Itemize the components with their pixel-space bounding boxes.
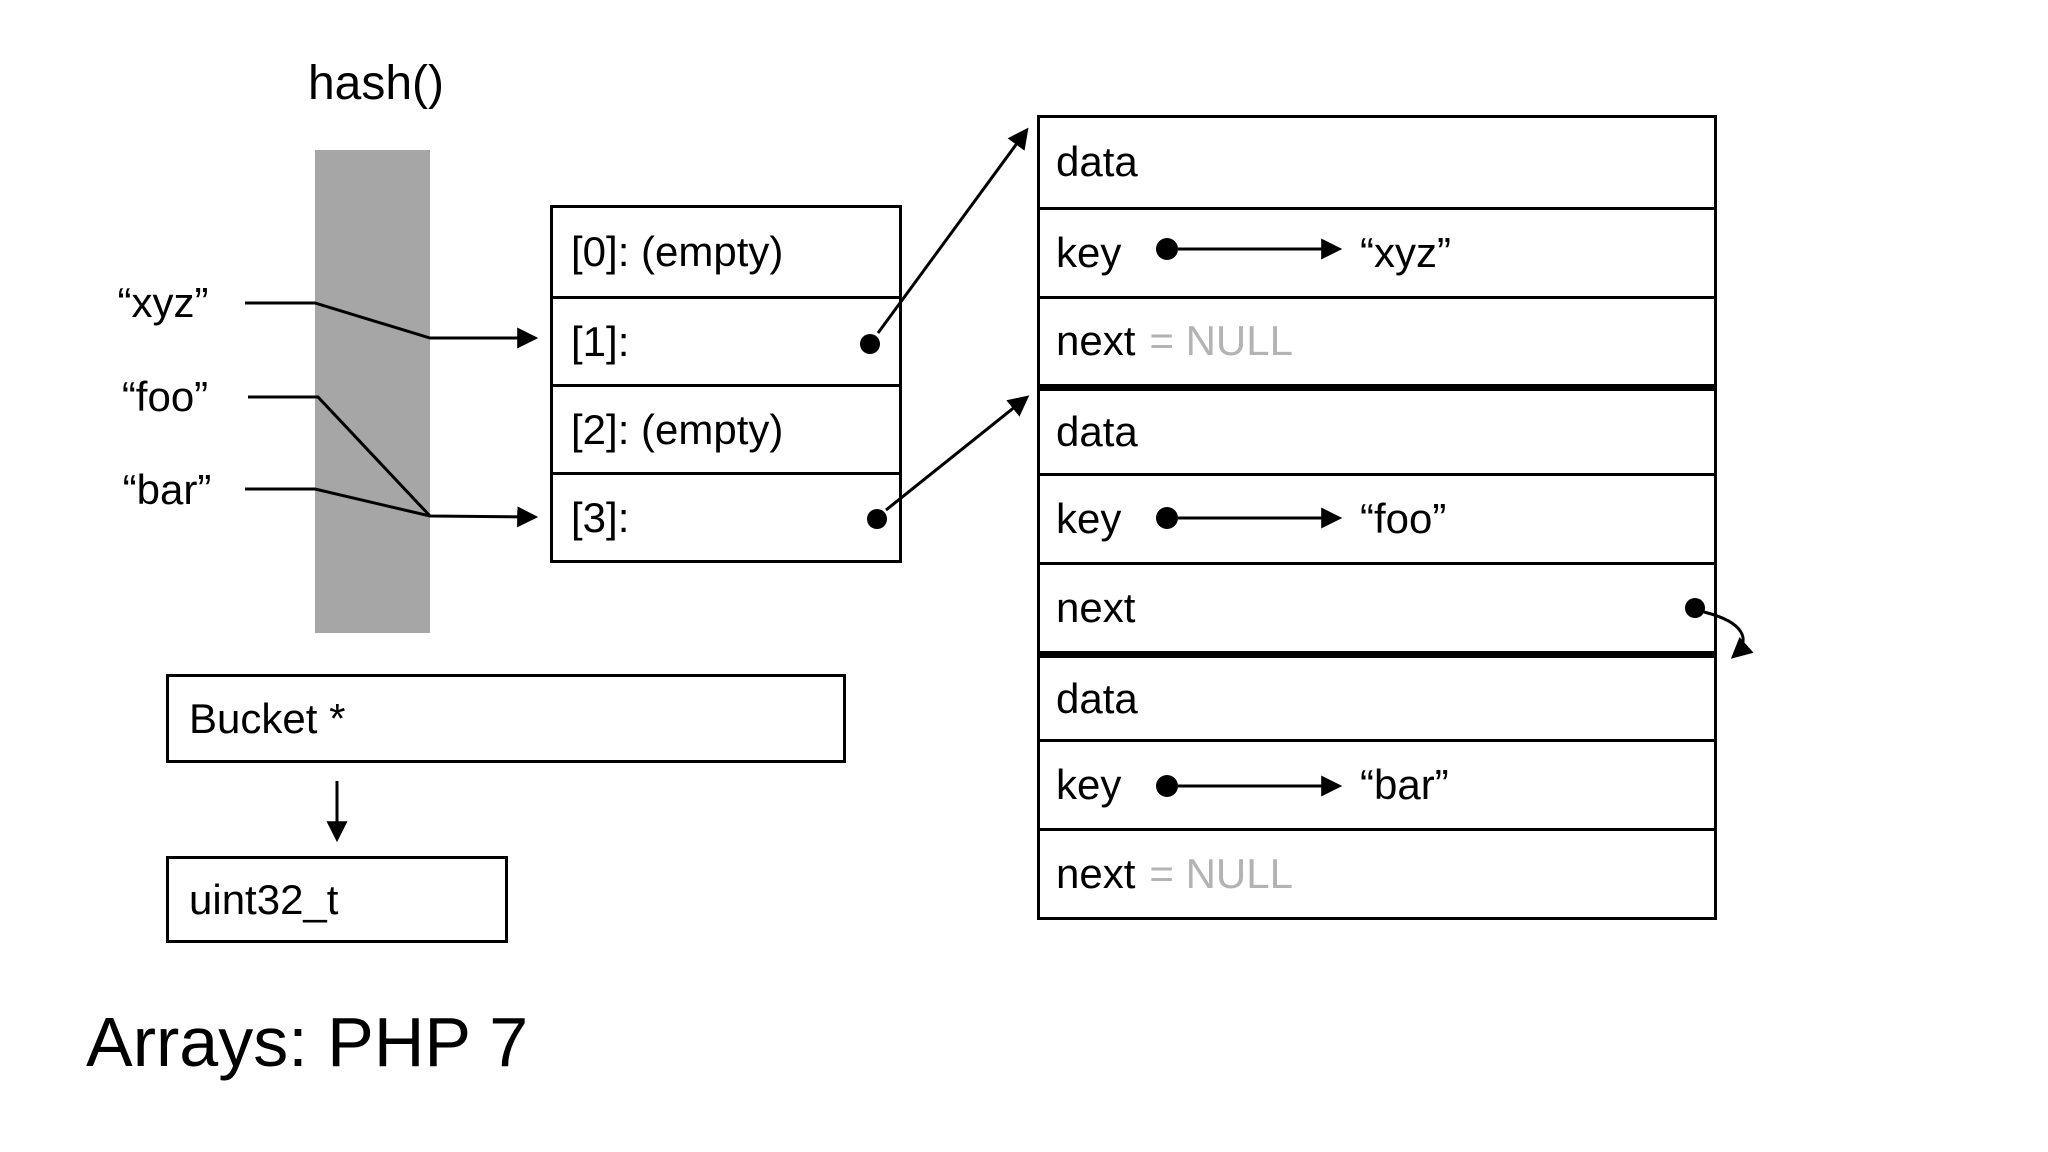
bucket-2-next-row: next = NULL <box>1040 828 1714 917</box>
page-title: Arrays: PHP 7 <box>86 1003 529 1081</box>
hash-value-type-label: uint32_t <box>189 875 339 923</box>
bucket-0-key-value: “xyz” <box>1360 228 1451 276</box>
arrow-slot3-to-bucket1 <box>885 395 1030 512</box>
hash-slot-table: [0]: (empty) [1]: [2]: (empty) [3]: <box>550 205 902 563</box>
slot-1-label: [1]: <box>571 317 630 365</box>
bucket-0-data-row: data <box>1040 118 1714 207</box>
bucket-2-data-row: data <box>1040 650 1714 740</box>
bucket-pointer-label: Bucket * <box>189 694 346 742</box>
bucket-2-key-value: “bar” <box>1360 761 1449 809</box>
bucket-2-next-value: = NULL <box>1149 850 1293 898</box>
bucket-0-next-row: next = NULL <box>1040 295 1714 385</box>
bucket-2-data-label: data <box>1056 674 1138 722</box>
bucket-0-next-value: = NULL <box>1149 317 1293 365</box>
bucket-0-data-label: data <box>1056 138 1138 186</box>
hash-function-bar <box>315 150 430 633</box>
slot-row-2: [2]: (empty) <box>553 384 899 472</box>
hash-function-label: hash() <box>307 57 445 110</box>
bucket-0-key-label: key <box>1056 228 1122 276</box>
bucket-1-next-label: next <box>1056 583 1136 631</box>
bucket-1-key-row: key “foo” <box>1040 473 1714 562</box>
bucket-1-data-label: data <box>1056 408 1138 456</box>
input-key-foo: “foo” <box>121 373 209 420</box>
slot-row-1: [1]: <box>553 296 899 384</box>
slot-row-3: [3]: <box>553 472 899 560</box>
slot-2-label: [2]: (empty) <box>571 405 784 453</box>
slot-3-label: [3]: <box>571 493 630 541</box>
bucket-1-key-value: “foo” <box>1360 494 1447 542</box>
bucket-2-key-row: key “bar” <box>1040 739 1714 828</box>
input-key-bar: “bar” <box>122 466 212 513</box>
bucket-1-next-row: next <box>1040 561 1714 651</box>
slot-row-0: [0]: (empty) <box>553 208 899 296</box>
bucket-2-next-label: next <box>1056 850 1136 898</box>
bucket-0-key-row: key “xyz” <box>1040 206 1714 296</box>
hash-value-type-box: uint32_t <box>166 856 508 943</box>
bucket-0-next-label: next <box>1056 317 1136 365</box>
bucket-1-key-label: key <box>1056 494 1122 542</box>
slot-0-label: [0]: (empty) <box>571 228 784 275</box>
bucket-pointer-box: Bucket * <box>166 674 846 763</box>
bucket-2-key-label: key <box>1056 761 1122 809</box>
bucket-table: data key “xyz” next = NULL data key “foo… <box>1037 115 1717 920</box>
input-key-xyz: “xyz” <box>117 279 209 326</box>
bucket-1-data-row: data <box>1040 384 1714 473</box>
